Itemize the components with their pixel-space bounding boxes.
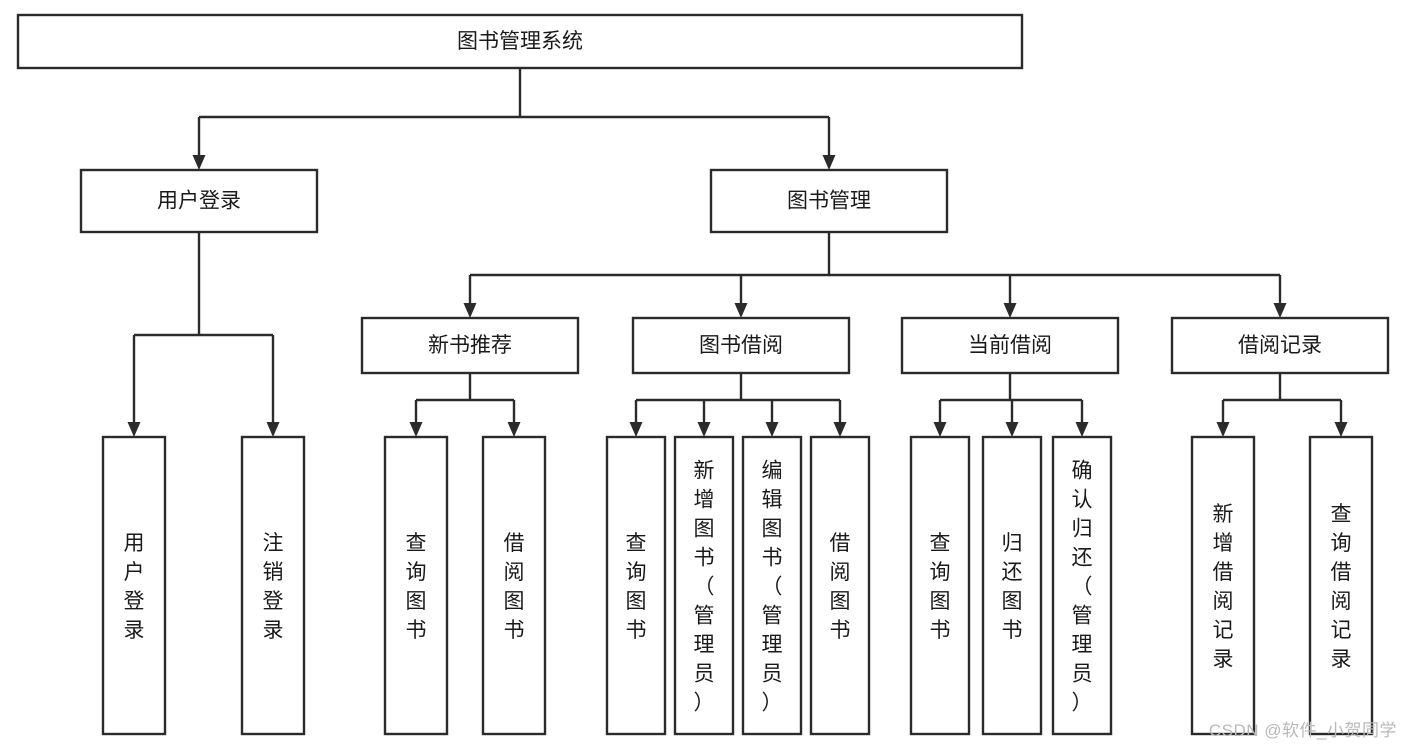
node-label: 借阅图书 [504,532,525,642]
arrow-head-icon [266,422,280,437]
node-label: 图书借阅 [699,334,783,357]
node-box [240,435,306,736]
arrow-head-icon [1334,422,1348,437]
arrow-head-icon [822,155,836,170]
arrow-head-icon [1075,422,1089,437]
node-leaf-query-borrow-record[interactable]: 查询借阅记录 [1308,435,1374,736]
node-current-borrow[interactable]: 当前借阅 [900,316,1120,375]
node-label: 查询图书 [406,532,427,642]
node-box [1170,316,1390,375]
node-user-login[interactable]: 用户登录 [79,168,319,234]
node-box [909,435,971,736]
arrow-head-icon [933,422,947,437]
node-box [360,316,580,375]
node-label: 用户登录 [157,190,241,213]
node-leaf-add-book-admin[interactable]: 新增图书（管理员） [673,435,735,736]
node-borrow-record[interactable]: 借阅记录 [1170,316,1390,375]
arrow-head-icon [697,422,711,437]
node-leaf-query-book-borrow[interactable]: 查询图书 [605,435,667,736]
node-leaf-query-book-rec[interactable]: 查询图书 [383,435,449,736]
node-leaf-edit-book-admin[interactable]: 编辑图书（管理员） [741,435,803,736]
node-box [809,435,871,736]
node-box [1190,435,1256,736]
node-label: 查询借阅记录 [1331,503,1352,671]
node-label: 确认归还（管理员） [1072,460,1093,715]
node-leaf-add-borrow-record[interactable]: 新增借阅记录 [1190,435,1256,736]
node-book-borrow[interactable]: 图书借阅 [631,316,851,375]
node-box [900,316,1120,375]
node-box [981,435,1043,736]
node-leaf-return-book[interactable]: 归还图书 [981,435,1043,736]
node-label: 新增图书（管理员） [694,460,715,715]
node-box [1308,435,1374,736]
arrow-head-icon [1005,422,1019,437]
node-root[interactable]: 图书管理系统 [16,13,1024,70]
arrow-head-icon [833,422,847,437]
node-label: 新书推荐 [428,334,512,357]
node-book-manage[interactable]: 图书管理 [709,168,949,234]
node-label: 新增借阅记录 [1213,503,1234,671]
node-box [741,435,803,736]
node-box [79,168,319,234]
arrow-head-icon [1216,422,1230,437]
node-box [673,435,735,736]
node-label: 图书管理系统 [457,30,583,53]
node-label: 用户登录 [124,532,145,642]
node-label: 归还图书 [1002,532,1023,642]
arrow-head-icon [463,303,477,318]
node-layer: 图书管理系统用户登录图书管理新书推荐图书借阅当前借阅借阅记录用户登录注销登录查询… [16,13,1390,736]
node-label: 当前借阅 [968,334,1052,357]
arrow-head-icon [507,422,521,437]
node-label: 借阅记录 [1238,334,1322,357]
csdn-watermark: CSDN @软件_小贺同学 [1208,721,1397,740]
node-box [1051,435,1113,736]
node-label: 借阅图书 [830,532,851,642]
node-box [631,316,851,375]
node-box [383,435,449,736]
node-label: 查询图书 [626,532,647,642]
node-label: 查询图书 [930,532,951,642]
arrow-head-icon [192,155,206,170]
arrow-head-icon [409,422,423,437]
node-label: 图书管理 [787,190,871,213]
node-leaf-confirm-return-admin[interactable]: 确认归还（管理员） [1051,435,1113,736]
node-leaf-query-book-current[interactable]: 查询图书 [909,435,971,736]
connector-layer [127,68,1348,437]
node-box [481,435,547,736]
node-box [605,435,667,736]
node-new-book-recommend[interactable]: 新书推荐 [360,316,580,375]
node-box [16,13,1024,70]
node-leaf-user-logout[interactable]: 注销登录 [240,435,306,736]
node-box [709,168,949,234]
arrow-head-icon [127,422,141,437]
arrow-head-icon [629,422,643,437]
node-leaf-borrow-book-rec[interactable]: 借阅图书 [481,435,547,736]
node-label: 注销登录 [263,532,284,642]
arrow-head-icon [734,303,748,318]
arrow-head-icon [1003,303,1017,318]
arrow-head-icon [1273,303,1287,318]
arrow-head-icon [765,422,779,437]
node-leaf-user-login[interactable]: 用户登录 [101,435,167,736]
node-leaf-borrow-book[interactable]: 借阅图书 [809,435,871,736]
node-label: 编辑图书（管理员） [762,460,783,715]
node-box [101,435,167,736]
